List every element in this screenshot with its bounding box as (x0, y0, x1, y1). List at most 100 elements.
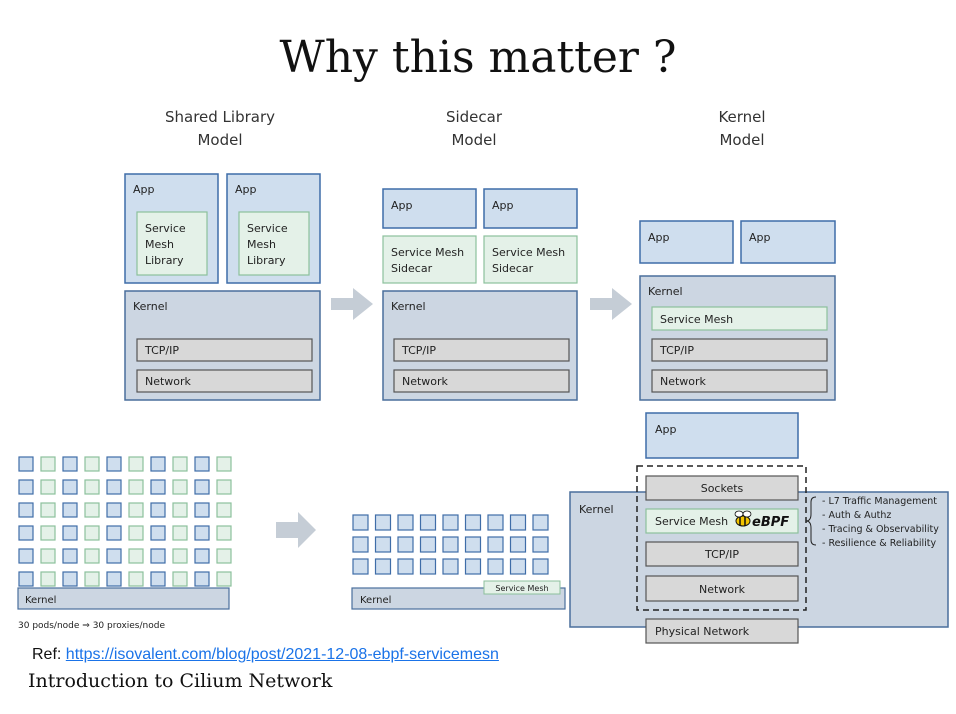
shared-library-model-heading: Shared Library Model (120, 106, 320, 152)
app-label: App (648, 231, 670, 244)
pod-square (150, 479, 166, 495)
pod-square (442, 558, 459, 575)
app-label: App (133, 183, 155, 196)
pod-square (509, 558, 527, 575)
tcpip-label: TCP/IP (704, 548, 739, 561)
service-mesh-layer (651, 306, 828, 331)
proxy-square (128, 548, 144, 564)
feature-brace (805, 496, 817, 546)
pod-square (62, 502, 78, 518)
tcpip-layer (645, 541, 799, 567)
kernel-label: Kernel (25, 595, 56, 606)
ref-label: Ref: (32, 646, 62, 663)
shared-library-title-line1: Shared Library (164, 108, 276, 126)
tcpip-label: TCP/IP (401, 344, 436, 357)
pod-square (464, 514, 482, 531)
pod-square (194, 571, 210, 587)
proxy-square (172, 548, 188, 564)
kernel-label: Kernel (579, 503, 614, 516)
tcpip-label: TCP/IP (144, 344, 179, 357)
pod-square (18, 479, 34, 495)
kernel-bar (17, 587, 230, 610)
pod-square (487, 558, 504, 575)
sidecar-model-heading: Sidecar Model (374, 106, 574, 152)
pod-square (150, 525, 166, 541)
pod-square (397, 536, 414, 553)
proxy-square (172, 571, 188, 587)
pod-square (419, 558, 437, 575)
pod-square (419, 514, 437, 531)
ebpf-pods-grid (352, 514, 549, 575)
pods-note: 30 pods/node ⇒ 30 proxies/node (18, 621, 165, 631)
pod-square (106, 571, 122, 587)
proxy-square (40, 571, 56, 587)
physical-network-layer (645, 618, 799, 644)
feature-item: - Resilience & Reliability (822, 538, 937, 549)
proxy-square (128, 479, 144, 495)
proxy-square (172, 525, 188, 541)
pod-square (194, 502, 210, 518)
pod-square (18, 525, 34, 541)
proxy-square (172, 502, 188, 518)
pod-square (18, 502, 34, 518)
kernel-model: App App Kernel Service Mesh TCP/IP Netwo… (639, 220, 836, 401)
pod-square (352, 514, 369, 531)
pod-square (106, 479, 122, 495)
sidecar-proxy-box (382, 235, 477, 284)
pod-square (374, 536, 392, 553)
pod-square (150, 456, 166, 472)
sm-library-line2: Mesh (145, 238, 174, 251)
right-arrow-icon (331, 288, 373, 320)
ebpf-logo-text: eBPF (752, 515, 789, 530)
shared-library-title-line2: Model (197, 131, 243, 149)
sidecar-line2: Sidecar (391, 262, 433, 275)
pod-square (62, 571, 78, 587)
pod-square (509, 536, 527, 553)
pod-square (18, 571, 34, 587)
proxy-square (84, 525, 100, 541)
sidecar-model: App App Service Mesh Sidecar Service Mes… (382, 188, 578, 401)
sidecar-title-line2: Model (451, 131, 497, 149)
proxy-square (216, 479, 232, 495)
service-mesh-label: Service Mesh (655, 515, 728, 528)
tcpip-layer (136, 338, 313, 362)
service-mesh-tag-label: Service Mesh (495, 584, 548, 593)
pod-square (150, 548, 166, 564)
pod-square (194, 548, 210, 564)
sockets-label: Sockets (701, 482, 744, 495)
pod-square (442, 514, 459, 531)
feature-item: - Tracing & Observability (822, 524, 939, 535)
pod-square (487, 514, 504, 531)
proxy-square (172, 479, 188, 495)
proxy-square (84, 502, 100, 518)
app-label: App (655, 423, 677, 436)
feature-item: - L7 Traffic Management (822, 496, 937, 507)
sm-library-line1: Service (247, 222, 288, 235)
sm-library-line1: Service (145, 222, 186, 235)
pod-square (487, 536, 504, 553)
pod-square (397, 514, 414, 531)
proxy-square (128, 502, 144, 518)
app-box (639, 220, 734, 264)
service-mesh-tag (483, 580, 561, 595)
pod-square (352, 536, 369, 553)
kernel-title-line1: Kernel (718, 108, 766, 126)
ref-link[interactable]: https://isovalent.com/blog/post/2021-12-… (65, 646, 499, 663)
pod-square (464, 558, 482, 575)
network-label: Network (402, 375, 449, 388)
app-label: App (235, 183, 257, 196)
proxy-square (40, 456, 56, 472)
proxy-square (172, 456, 188, 472)
proxy-square (128, 571, 144, 587)
proxy-square (40, 548, 56, 564)
proxy-square (84, 456, 100, 472)
proxy-square (216, 548, 232, 564)
pod-square (532, 536, 549, 553)
proxy-square (84, 548, 100, 564)
proxy-square (40, 479, 56, 495)
pod-square (419, 536, 437, 553)
pod-square (532, 514, 549, 531)
service-mesh-library-box (136, 211, 208, 276)
right-arrow-icon (276, 512, 316, 548)
